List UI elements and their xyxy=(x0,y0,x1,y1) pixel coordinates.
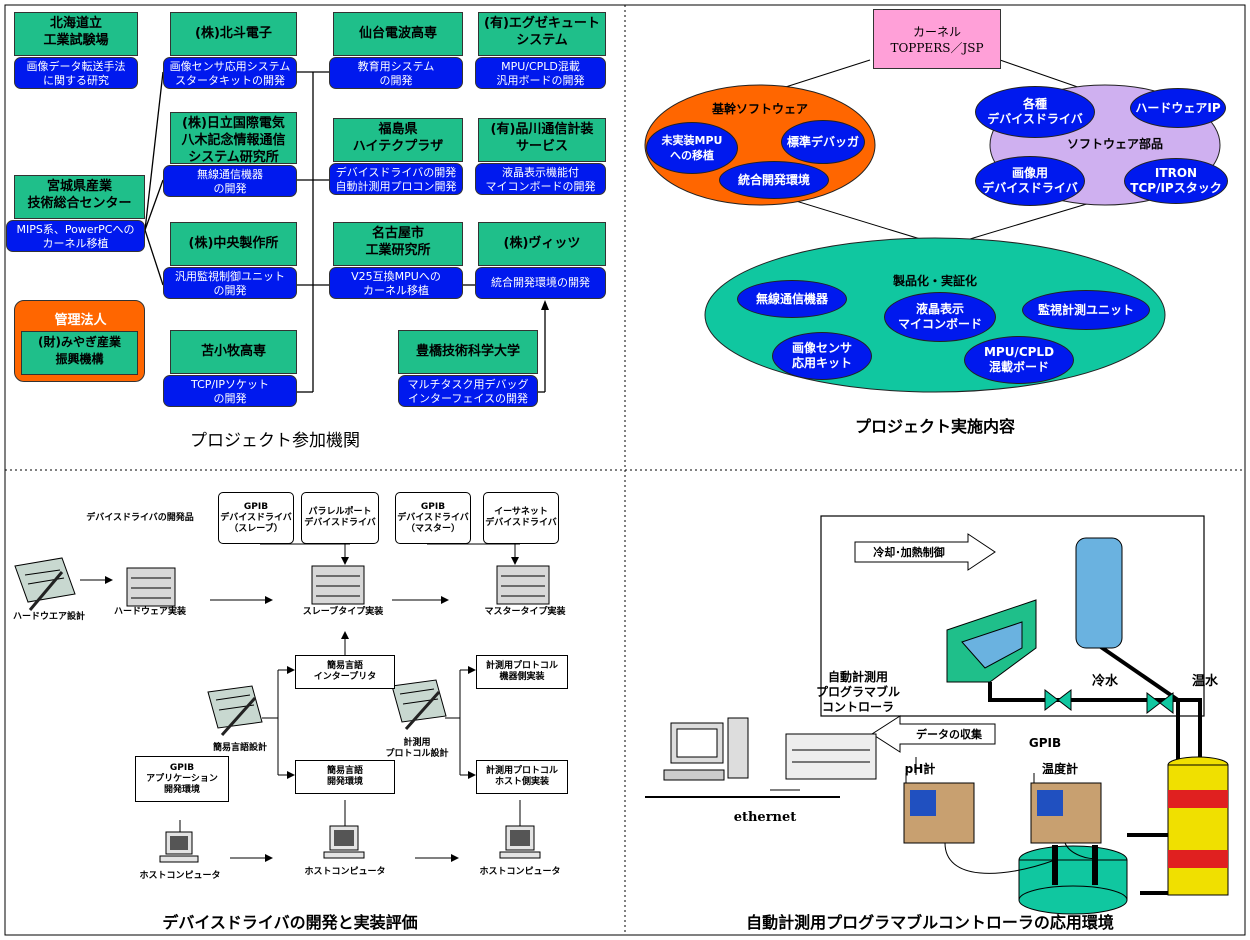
lang-env-box: 簡易言語 開発環境 xyxy=(295,760,395,794)
hot-water-label: 温水 xyxy=(1191,674,1218,689)
controller-label: 自動計測用 プログラマブル コントローラ xyxy=(815,670,900,714)
proto-host-box: 計測用プロトコル ホスト側実装 xyxy=(476,760,568,794)
org-fukushima: 福島県 ハイテクプラザ xyxy=(333,118,463,162)
productization-title: 製品化・実証化 xyxy=(892,274,977,288)
core-item-mpu: 未実装MPU への移植 xyxy=(646,122,738,174)
topic-hitachi: 無線通信機器 の開発 xyxy=(163,165,297,197)
org-hitachi: (株)日立国際電気 八木記念情報通信 システム研究所 xyxy=(170,112,297,165)
driver-connectors xyxy=(14,543,550,863)
product-lcd: 液晶表示 マイコンボード xyxy=(884,292,996,342)
hw-impl-label: ハードウェア実装 xyxy=(113,607,186,617)
gpib-app-env-box: GPIB アプリケーション 開発環境 xyxy=(135,756,229,802)
topic-hokuto: 画像センサ応用システム スタータキットの開発 xyxy=(163,57,297,89)
org-miyagi: 宮城県産業 技術総合センター xyxy=(14,175,145,219)
host-2-label: ホストコンピュータ xyxy=(304,867,386,877)
org-sendai: 仙台電波高専 xyxy=(333,12,463,56)
topic-tomakomai: TCP/IPソケット の開発 xyxy=(163,375,297,407)
core-item-ide: 統合開発環境 xyxy=(719,161,829,199)
parts-item-hwip: ハードウェアIP xyxy=(1130,88,1226,128)
topic-chuo: 汎用監視制御ユニット の開発 xyxy=(163,267,297,299)
driver-gpib-master: GPIB デバイスドライバ （マスター） xyxy=(395,492,471,544)
parts-item-tcpip: ITRON TCP/IPスタック xyxy=(1124,158,1228,204)
org-hokkaido: 北海道立 工業試験場 xyxy=(14,12,138,56)
topic-nagoya: V25互換MPUへの カーネル移植 xyxy=(329,267,463,299)
ethernet-label: ethernet xyxy=(733,810,797,825)
cool-heat-label: 冷却･加熱制御 xyxy=(873,546,945,559)
thermometer-label: 温度計 xyxy=(1041,762,1078,776)
proto-design-label: 計測用 プロトコル設計 xyxy=(385,738,449,759)
product-mpu-board: MPU/CPLD 混載ボード xyxy=(964,336,1074,384)
controller-caption: 自動計測用プログラマブルコントローラの応用環境 xyxy=(746,913,1114,932)
design-drawing-icon xyxy=(14,557,447,736)
ph-meter-label: pH計 xyxy=(904,762,936,776)
content-caption: プロジェクト実施内容 xyxy=(854,417,1015,436)
org-hokuto: (株)北斗電子 xyxy=(170,12,297,56)
core-software-title: 基幹ソフトウェア xyxy=(711,102,808,116)
topic-execute: MPU/CPLD混載 汎用ボードの開発 xyxy=(475,57,606,89)
driver-ethernet: イーサネット デバイスドライバ xyxy=(483,492,559,544)
cold-water-label: 冷水 xyxy=(1091,674,1118,689)
hw-design-label: ハードウエア設計 xyxy=(12,612,85,622)
data-collection-label: データの収集 xyxy=(916,728,982,741)
driver-gpib-slave: GPIB デバイスドライバ （スレーブ） xyxy=(218,492,294,544)
driver-products-heading: デバイスドライバの開発品 xyxy=(86,513,194,523)
product-image-kit: 画像センサ 応用キット xyxy=(772,332,872,380)
parts-item-drivers: 各種 デバイスドライバ xyxy=(975,86,1095,138)
management-box: 管理法人 (財)みやぎ産業 振興機構 xyxy=(14,300,145,382)
org-vitz: (株)ヴィッツ xyxy=(478,222,606,266)
org-shinagawa: (有)品川通信計装 サービス xyxy=(478,118,606,162)
management-title: 管理法人 xyxy=(54,313,107,328)
software-parts-title: ソフトウェア部品 xyxy=(1066,137,1163,151)
org-tomakomai: 苫小牧高専 xyxy=(170,330,297,374)
kernel-box: カーネル TOPPERS／JSP xyxy=(873,9,1001,69)
participants-connectors xyxy=(144,71,549,393)
topic-toyohashi: マルチタスク用デバッグ インターフェイスの開発 xyxy=(398,375,538,407)
gpib-label: GPIB xyxy=(1028,736,1062,750)
lang-design-label: 簡易言語設計 xyxy=(212,743,267,753)
product-monitor: 監視計測ユニット xyxy=(1022,290,1150,330)
topic-sendai: 教育用システム の開発 xyxy=(329,57,463,89)
topic-vitz: 統合開発環境の開発 xyxy=(475,267,606,299)
product-radio: 無線通信機器 xyxy=(737,280,847,318)
topic-fukushima: デバイスドライバの開発 自動計測用プロコン開発 xyxy=(329,163,463,195)
parts-item-image-driver: 画像用 デバイスドライバ xyxy=(975,156,1085,206)
slave-impl-label: スレーブタイプ実装 xyxy=(302,607,384,617)
topic-shinagawa: 液晶表示機能付 マイコンボードの開発 xyxy=(475,163,606,195)
interpreter-box: 簡易言語 インタープリタ xyxy=(295,655,395,689)
org-toyohashi: 豊橋技術科学大学 xyxy=(398,330,538,374)
participants-caption: プロジェクト参加機関 xyxy=(190,431,360,451)
core-item-debugger: 標準デバッガ xyxy=(781,120,865,164)
topic-miyagi: MIPS系、PowerPCへの カーネル移植 xyxy=(6,220,145,252)
driver-parallel: パラレルポート デバイスドライバ xyxy=(301,492,379,544)
driver-caption: デバイスドライバの開発と実装評価 xyxy=(162,913,418,932)
host-1-label: ホストコンピュータ xyxy=(139,871,221,881)
master-impl-label: マスタータイプ実装 xyxy=(484,607,566,617)
org-execute: (有)エグゼキュート システム xyxy=(478,12,606,56)
org-nagoya: 名古屋市 工業研究所 xyxy=(333,222,463,266)
topic-hokkaido: 画像データ転送手法 に関する研究 xyxy=(14,57,138,89)
management-org: (財)みやぎ産業 振興機構 xyxy=(21,331,138,375)
proto-device-box: 計測用プロトコル 機器側実装 xyxy=(476,655,568,689)
host-3-label: ホストコンピュータ xyxy=(479,867,561,877)
org-chuo: (株)中央製作所 xyxy=(170,222,297,266)
